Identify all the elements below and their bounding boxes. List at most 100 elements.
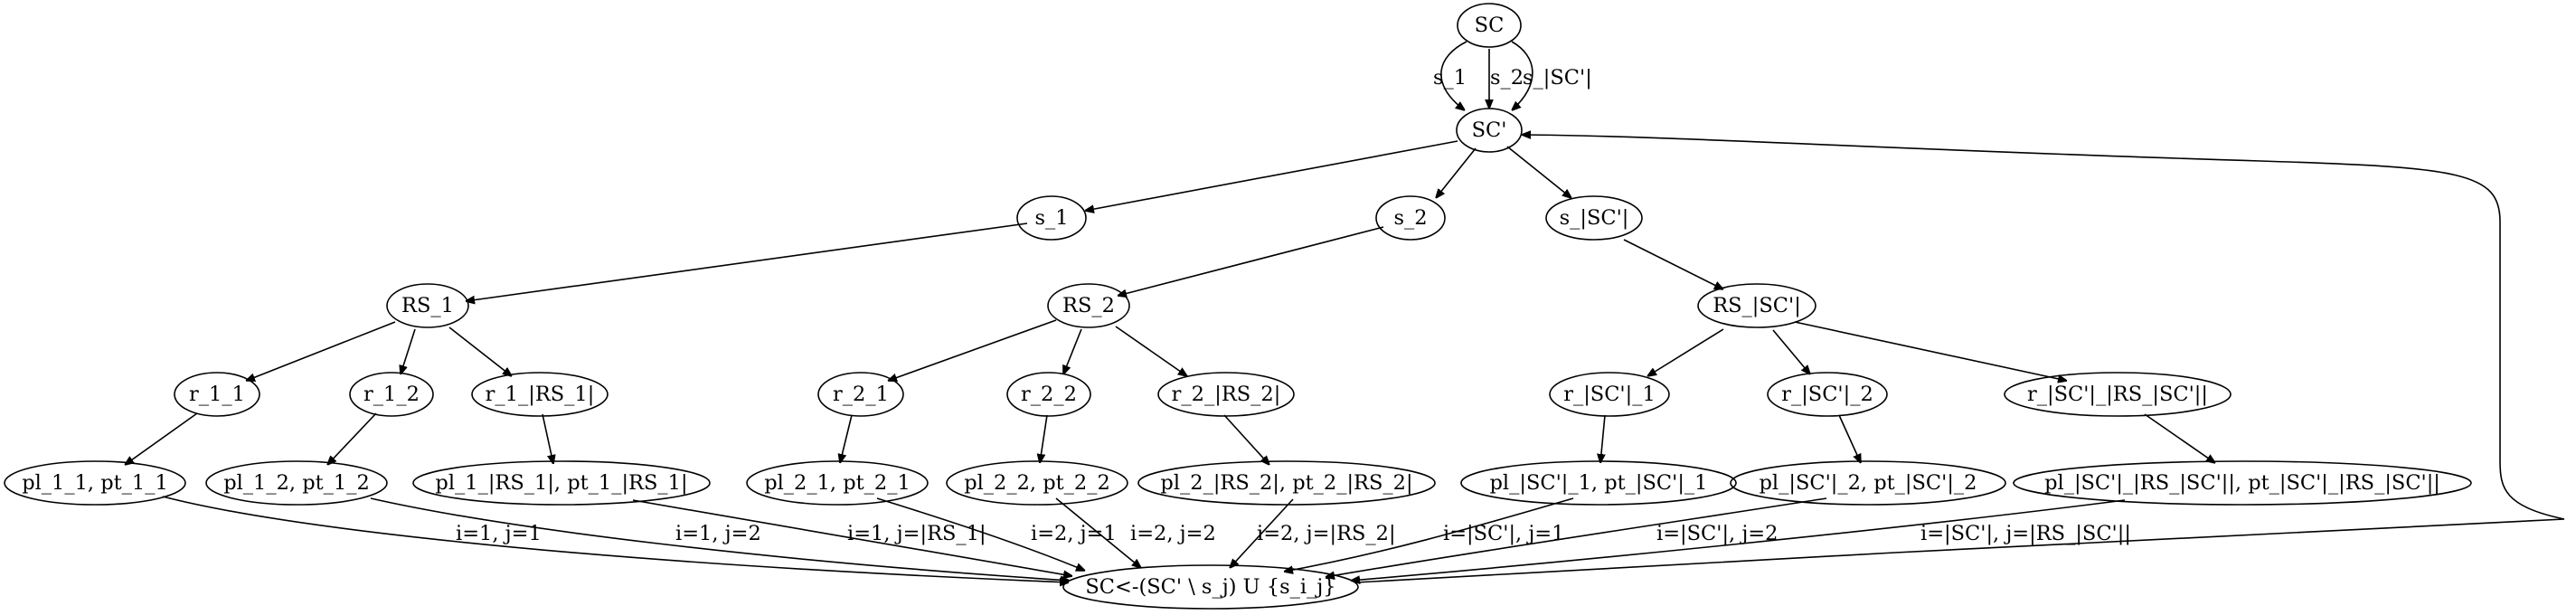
svg-text:pl_1_|RS_1|, pt_1_|RS_1|: pl_1_|RS_1|, pt_1_|RS_1| xyxy=(435,471,687,495)
node-pl-sc-1: pl_|SC'|_1, pt_|SC'|_1 xyxy=(1460,460,1737,506)
node-pl-2-rs2: pl_2_|RS_2|, pt_2_|RS_2| xyxy=(1137,460,1436,506)
svg-text:r_1_|RS_1|: r_1_|RS_1| xyxy=(486,383,595,406)
node-pl-1-1: pl_1_1, pt_1_1 xyxy=(4,460,186,506)
edge-label-i2-j2: i=2, j=2 xyxy=(1130,522,1216,545)
edge-ssc-to-rssc xyxy=(1623,239,1723,289)
node-r-sc-2: r_|SC'|_2 xyxy=(1767,372,1888,417)
edge-plscrs-to-final xyxy=(1351,499,2126,581)
edge-r21-to-pl21 xyxy=(840,414,853,463)
svg-text:r_1_1: r_1_1 xyxy=(189,383,245,406)
edge-plsc1-to-final xyxy=(1284,497,1574,572)
edge-rs1-to-r1rs xyxy=(448,326,512,376)
svg-text:r_2_|RS_2|: r_2_|RS_2| xyxy=(1172,383,1281,406)
node-s-sc: s_|SC'| xyxy=(1545,195,1643,241)
edge-label-ssc: s_|SC'| xyxy=(1523,66,1592,90)
svg-text:pl_1_1, pt_1_1: pl_1_1, pt_1_1 xyxy=(22,471,168,495)
node-r-2-rs2: r_2_|RS_2| xyxy=(1157,372,1295,417)
edge-r12-to-pl12 xyxy=(327,412,377,465)
svg-text:s_2: s_2 xyxy=(1393,206,1427,230)
edge-sc-to-scp-1 xyxy=(1440,41,1467,110)
node-s1: s_1 xyxy=(1016,195,1087,241)
edge-s1-to-rs1 xyxy=(466,222,1028,301)
node-r-2-1: r_2_1 xyxy=(817,372,904,417)
svg-text:pl_2_|RS_2|, pt_2_|RS_2|: pl_2_|RS_2|, pt_2_|RS_2| xyxy=(1160,471,1412,495)
edge-rssc-to-rscrs xyxy=(1794,321,2067,381)
node-r-1-1: r_1_1 xyxy=(174,372,260,417)
edge-r1rs-to-pl1rs xyxy=(542,413,553,464)
svg-text:r_|SC'|_2: r_|SC'|_2 xyxy=(1781,383,1873,406)
edge-s2-to-rs2 xyxy=(1118,226,1384,296)
svg-text:pl_|SC'|_|RS_|SC'||, pt_|SC'|_: pl_|SC'|_|RS_|SC'||, pt_|SC'|_|RS_|SC'|| xyxy=(2044,471,2440,495)
edge-label-s2: s_2 xyxy=(1490,66,1524,90)
node-r-sc-rssc: r_|SC'|_|RS_|SC'|| xyxy=(2004,372,2232,417)
svg-text:r_1_2: r_1_2 xyxy=(363,383,420,406)
edge-rsc2-to-plsc2 xyxy=(1838,414,1861,463)
node-r-sc-1: r_|SC'|_1 xyxy=(1549,372,1670,417)
node-sc-prime: SC' xyxy=(1456,108,1523,153)
node-pl-2-1: pl_2_1, pt_2_1 xyxy=(746,460,929,506)
edge-rs2-to-r21 xyxy=(888,319,1057,381)
edge-label-i1-jrs1: i=1, j=|RS_1| xyxy=(847,522,986,545)
edge-rssc-to-rsc2 xyxy=(1772,329,1810,374)
edge-pl12-to-final xyxy=(370,497,1070,581)
svg-text:RS_2: RS_2 xyxy=(1062,294,1115,317)
edge-label-isc-j2: i=|SC'|, j=2 xyxy=(1656,522,1778,545)
node-pl-2-2: pl_2_2, pt_2_2 xyxy=(946,460,1128,506)
svg-text:r_|SC'|_|RS_|SC'||: r_|SC'|_|RS_|SC'|| xyxy=(2027,383,2208,406)
edge-pl2rs-to-final xyxy=(1230,498,1294,568)
edge-r2rs-to-pl2rs xyxy=(1223,414,1269,465)
edge-rscrs-to-plscrs xyxy=(2144,413,2215,463)
edge-rssc-to-rsc1 xyxy=(1647,328,1724,376)
svg-text:SC<-(SC' \ s_j) U {s_i_j}: SC<-(SC' \ s_j) U {s_i_j} xyxy=(1085,575,1335,599)
node-pl-1-rs1: pl_1_|RS_1|, pt_1_|RS_1| xyxy=(412,460,711,506)
svg-text:r_|SC'|_1: r_|SC'|_1 xyxy=(1563,383,1656,406)
node-pl-sc-rssc: pl_|SC'|_|RS_|SC'||, pt_|SC'|_|RS_|SC'|| xyxy=(2013,460,2472,506)
svg-text:r_2_2: r_2_2 xyxy=(1021,383,1077,406)
svg-text:pl_|SC'|_2, pt_|SC'|_2: pl_|SC'|_2, pt_|SC'|_2 xyxy=(1760,471,1977,495)
edge-pl1rs-to-final xyxy=(632,499,1072,576)
edge-label-isc-jrssc: i=|SC'|, j=|RS_|SC'|| xyxy=(1920,522,2131,545)
node-rs2: RS_2 xyxy=(1047,283,1130,328)
edge-scp-to-ssc xyxy=(1506,146,1571,198)
svg-text:r_2_1: r_2_1 xyxy=(833,383,889,406)
edge-label-i1-j1: i=1, j=1 xyxy=(456,522,542,545)
svg-text:pl_2_2, pt_2_2: pl_2_2, pt_2_2 xyxy=(964,471,1110,495)
edge-sc-to-scp-3 xyxy=(1512,41,1533,110)
edge-label-isc-j1: i=|SC'|, j=1 xyxy=(1443,522,1564,545)
node-s2: s_2 xyxy=(1375,195,1446,241)
svg-text:RS_1: RS_1 xyxy=(401,294,454,317)
edge-r22-to-pl22 xyxy=(1040,414,1048,463)
edge-label-i2-jrs2: i=2, j=|RS_2| xyxy=(1257,522,1396,545)
node-final-update: SC<-(SC' \ s_j) U {s_i_j} xyxy=(1062,564,1359,610)
edge-final-to-scp-loop xyxy=(1355,135,2565,583)
edge-scp-to-s1 xyxy=(1085,140,1458,211)
edge-pl11-to-final xyxy=(162,496,1069,582)
edge-pl21-to-final xyxy=(876,497,1085,571)
edge-plsc2-to-final xyxy=(1326,497,1827,577)
edge-rs2-to-r2rs xyxy=(1115,326,1187,376)
node-r-2-2: r_2_2 xyxy=(1006,372,1091,417)
svg-text:pl_|SC'|_1, pt_|SC'|_1: pl_|SC'|_1, pt_|SC'|_1 xyxy=(1490,471,1708,495)
edge-rsc1-to-plsc1 xyxy=(1600,414,1605,463)
node-rs1: RS_1 xyxy=(386,283,469,328)
svg-text:s_1: s_1 xyxy=(1034,206,1068,230)
svg-text:SC: SC xyxy=(1475,14,1505,37)
edge-r11-to-pl11 xyxy=(125,412,198,465)
svg-text:s_|SC'|: s_|SC'| xyxy=(1560,206,1629,230)
svg-text:pl_1_2, pt_1_2: pl_1_2, pt_1_2 xyxy=(223,471,370,495)
edge-label-i2-j1: i=2, j=1 xyxy=(1031,522,1117,545)
edge-rs1-to-r11 xyxy=(246,321,396,381)
edge-rs1-to-r12 xyxy=(401,328,416,374)
edge-rs2-to-r22 xyxy=(1063,328,1082,374)
node-sc: SC xyxy=(1457,3,1522,48)
node-r-1-rs1: r_1_|RS_1| xyxy=(471,372,609,417)
node-r-1-2: r_1_2 xyxy=(349,372,434,417)
node-rs-sc: RS_|SC'| xyxy=(1697,283,1816,328)
edge-label-s1: s_1 xyxy=(1433,66,1467,90)
edge-scp-to-s2 xyxy=(1436,147,1477,198)
edge-label-i1-j2: i=1, j=2 xyxy=(675,522,761,545)
node-pl-sc-2: pl_|SC'|_2, pt_|SC'|_2 xyxy=(1730,460,2006,506)
svg-text:pl_2_1, pt_2_1: pl_2_1, pt_2_1 xyxy=(764,471,911,495)
svg-text:RS_|SC'|: RS_|SC'| xyxy=(1713,294,1801,317)
